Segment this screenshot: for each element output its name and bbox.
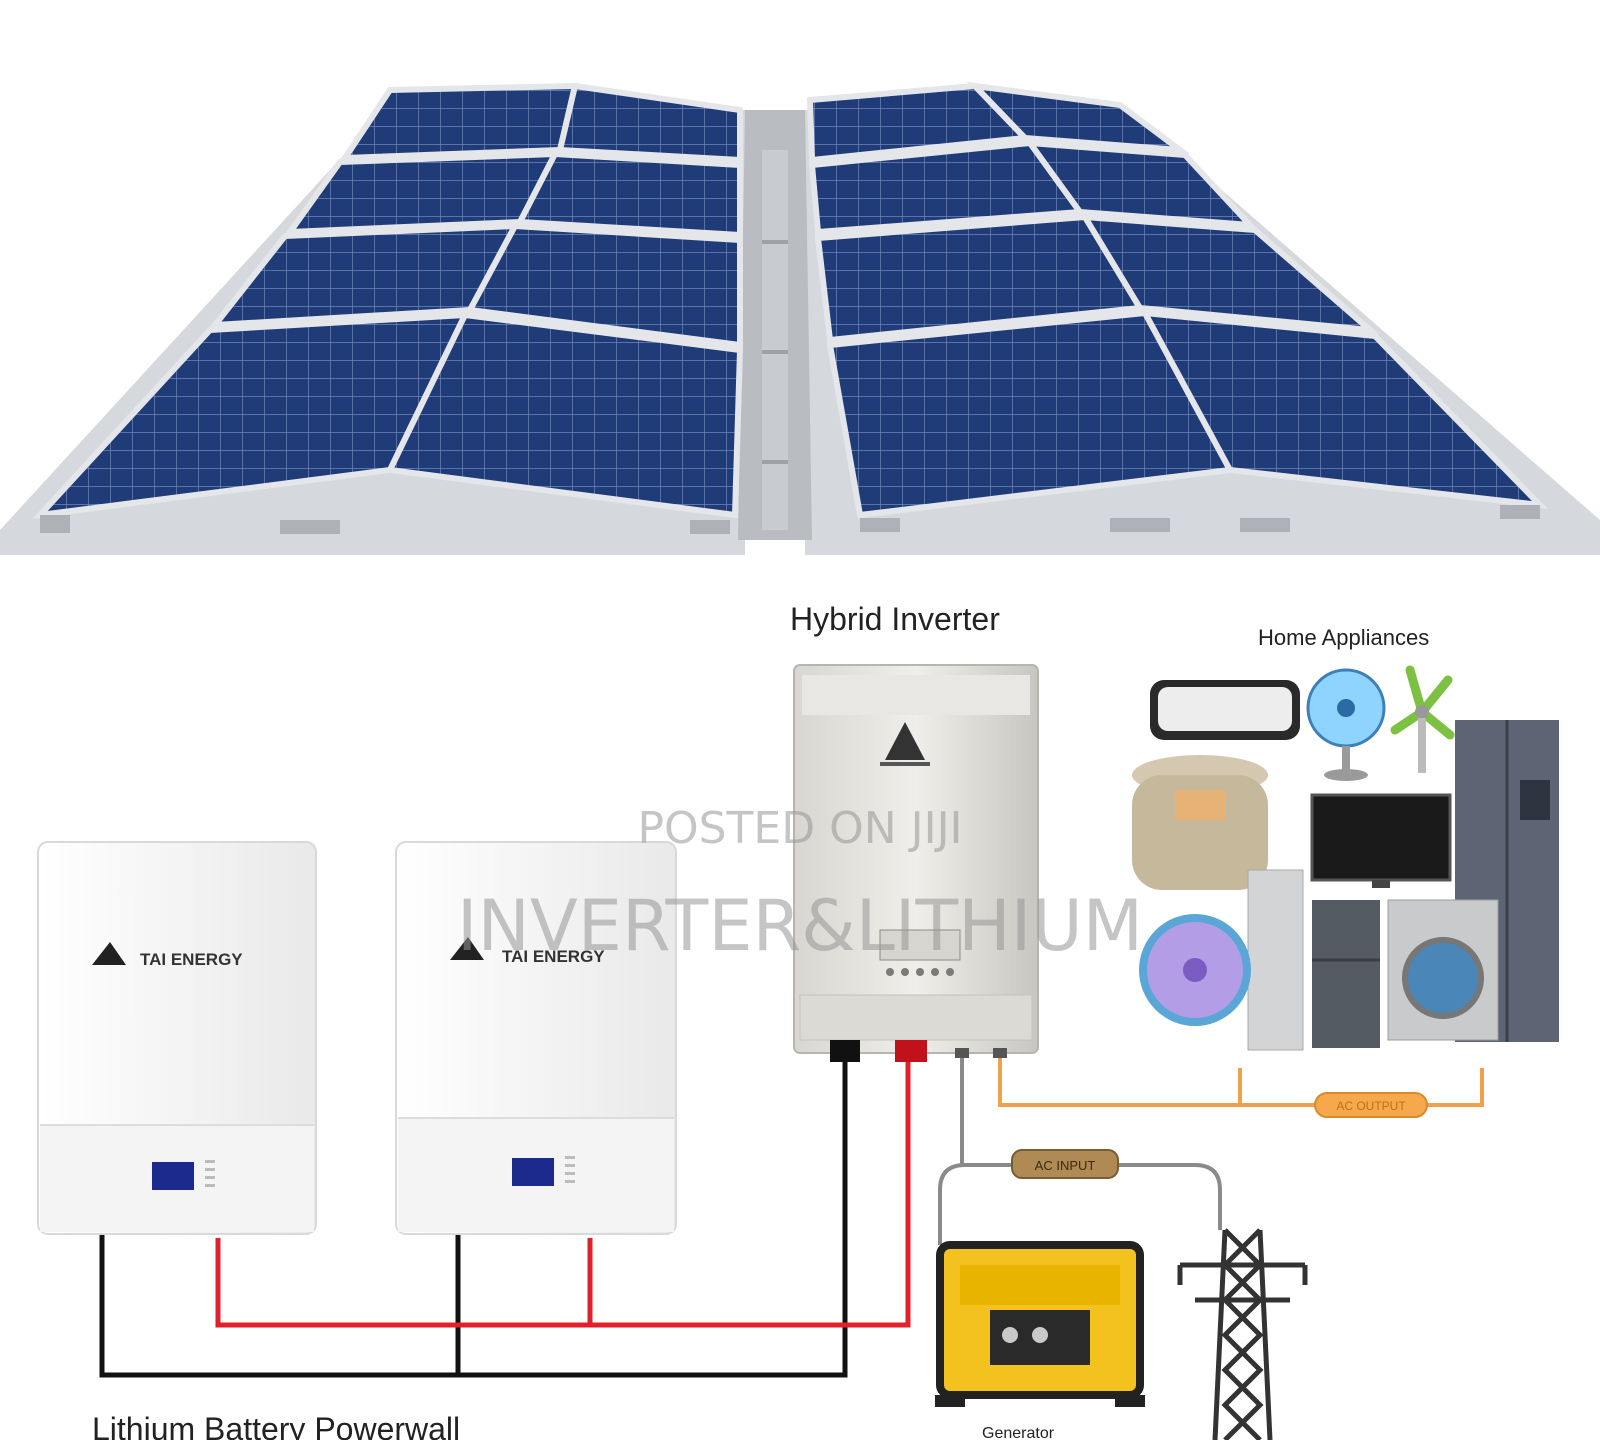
dc-wiring xyxy=(99,1055,911,1378)
right-panel-array xyxy=(806,81,1549,519)
ac-output-wiring xyxy=(998,1058,1484,1107)
inverter-icon xyxy=(793,664,1039,1062)
fan-icon xyxy=(1390,665,1455,773)
air-conditioner-icon xyxy=(1150,680,1300,740)
rice-cooker-icon xyxy=(1132,755,1268,890)
refrigerator-icon xyxy=(1312,900,1380,1048)
home-appliances-label: Home Appliances xyxy=(1258,625,1429,650)
fan-icon xyxy=(1306,668,1386,781)
left-panel-array xyxy=(32,82,744,520)
svg-text:AC INPUT: AC INPUT xyxy=(1035,1158,1096,1173)
refrigerator-icon xyxy=(1247,869,1304,1051)
battery-icon: TAI ENERGY xyxy=(37,841,317,1235)
battery-brand-logo: TAI ENERGY xyxy=(140,950,243,969)
battery-powerwall-label: Lithium Battery Powerwall xyxy=(92,1411,460,1440)
power-pylon-icon xyxy=(1177,1228,1308,1440)
svg-text:AC OUTPUT: AC OUTPUT xyxy=(1336,1099,1406,1113)
fan-icon xyxy=(1139,914,1251,1026)
ac-output-tag: AC OUTPUT xyxy=(1314,1092,1428,1118)
ac-input-tag: AC INPUT xyxy=(1011,1149,1119,1179)
watermark-line-2: INVERTER&LITHIUM xyxy=(457,885,1143,967)
washing-machine-icon xyxy=(1387,899,1499,1041)
battery-icon: TAI ENERGY xyxy=(395,841,677,1235)
tv-icon xyxy=(1310,793,1452,888)
battery-brand-logo: TAI ENERGY xyxy=(502,947,605,966)
watermark-line-1: POSTED ON JIJI xyxy=(637,803,962,854)
inverter-lcd xyxy=(879,929,961,961)
hybrid-inverter-label: Hybrid Inverter xyxy=(790,601,1000,637)
generator-icon xyxy=(935,1241,1145,1407)
generator-label: Generator xyxy=(982,1425,1055,1440)
battery-display xyxy=(152,1162,194,1190)
solar-panel-icon xyxy=(0,81,1600,555)
battery-display xyxy=(512,1158,554,1186)
